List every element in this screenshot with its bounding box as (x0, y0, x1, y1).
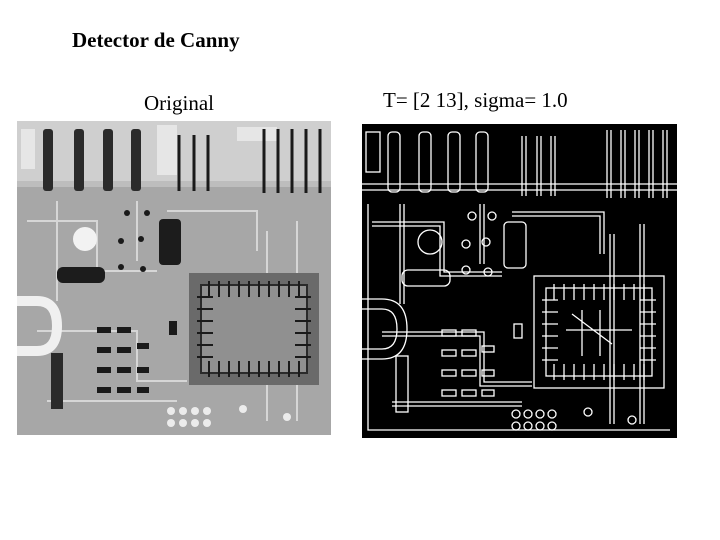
canny-edges (362, 124, 677, 438)
canny-caption: T= [2 13], sigma= 1.0 (383, 88, 568, 112)
xray-board (17, 121, 331, 435)
slide-title: Detector de Canny (72, 28, 240, 52)
canny-edge-image (362, 124, 677, 438)
original-image (17, 121, 331, 435)
original-caption: Original (144, 91, 214, 115)
